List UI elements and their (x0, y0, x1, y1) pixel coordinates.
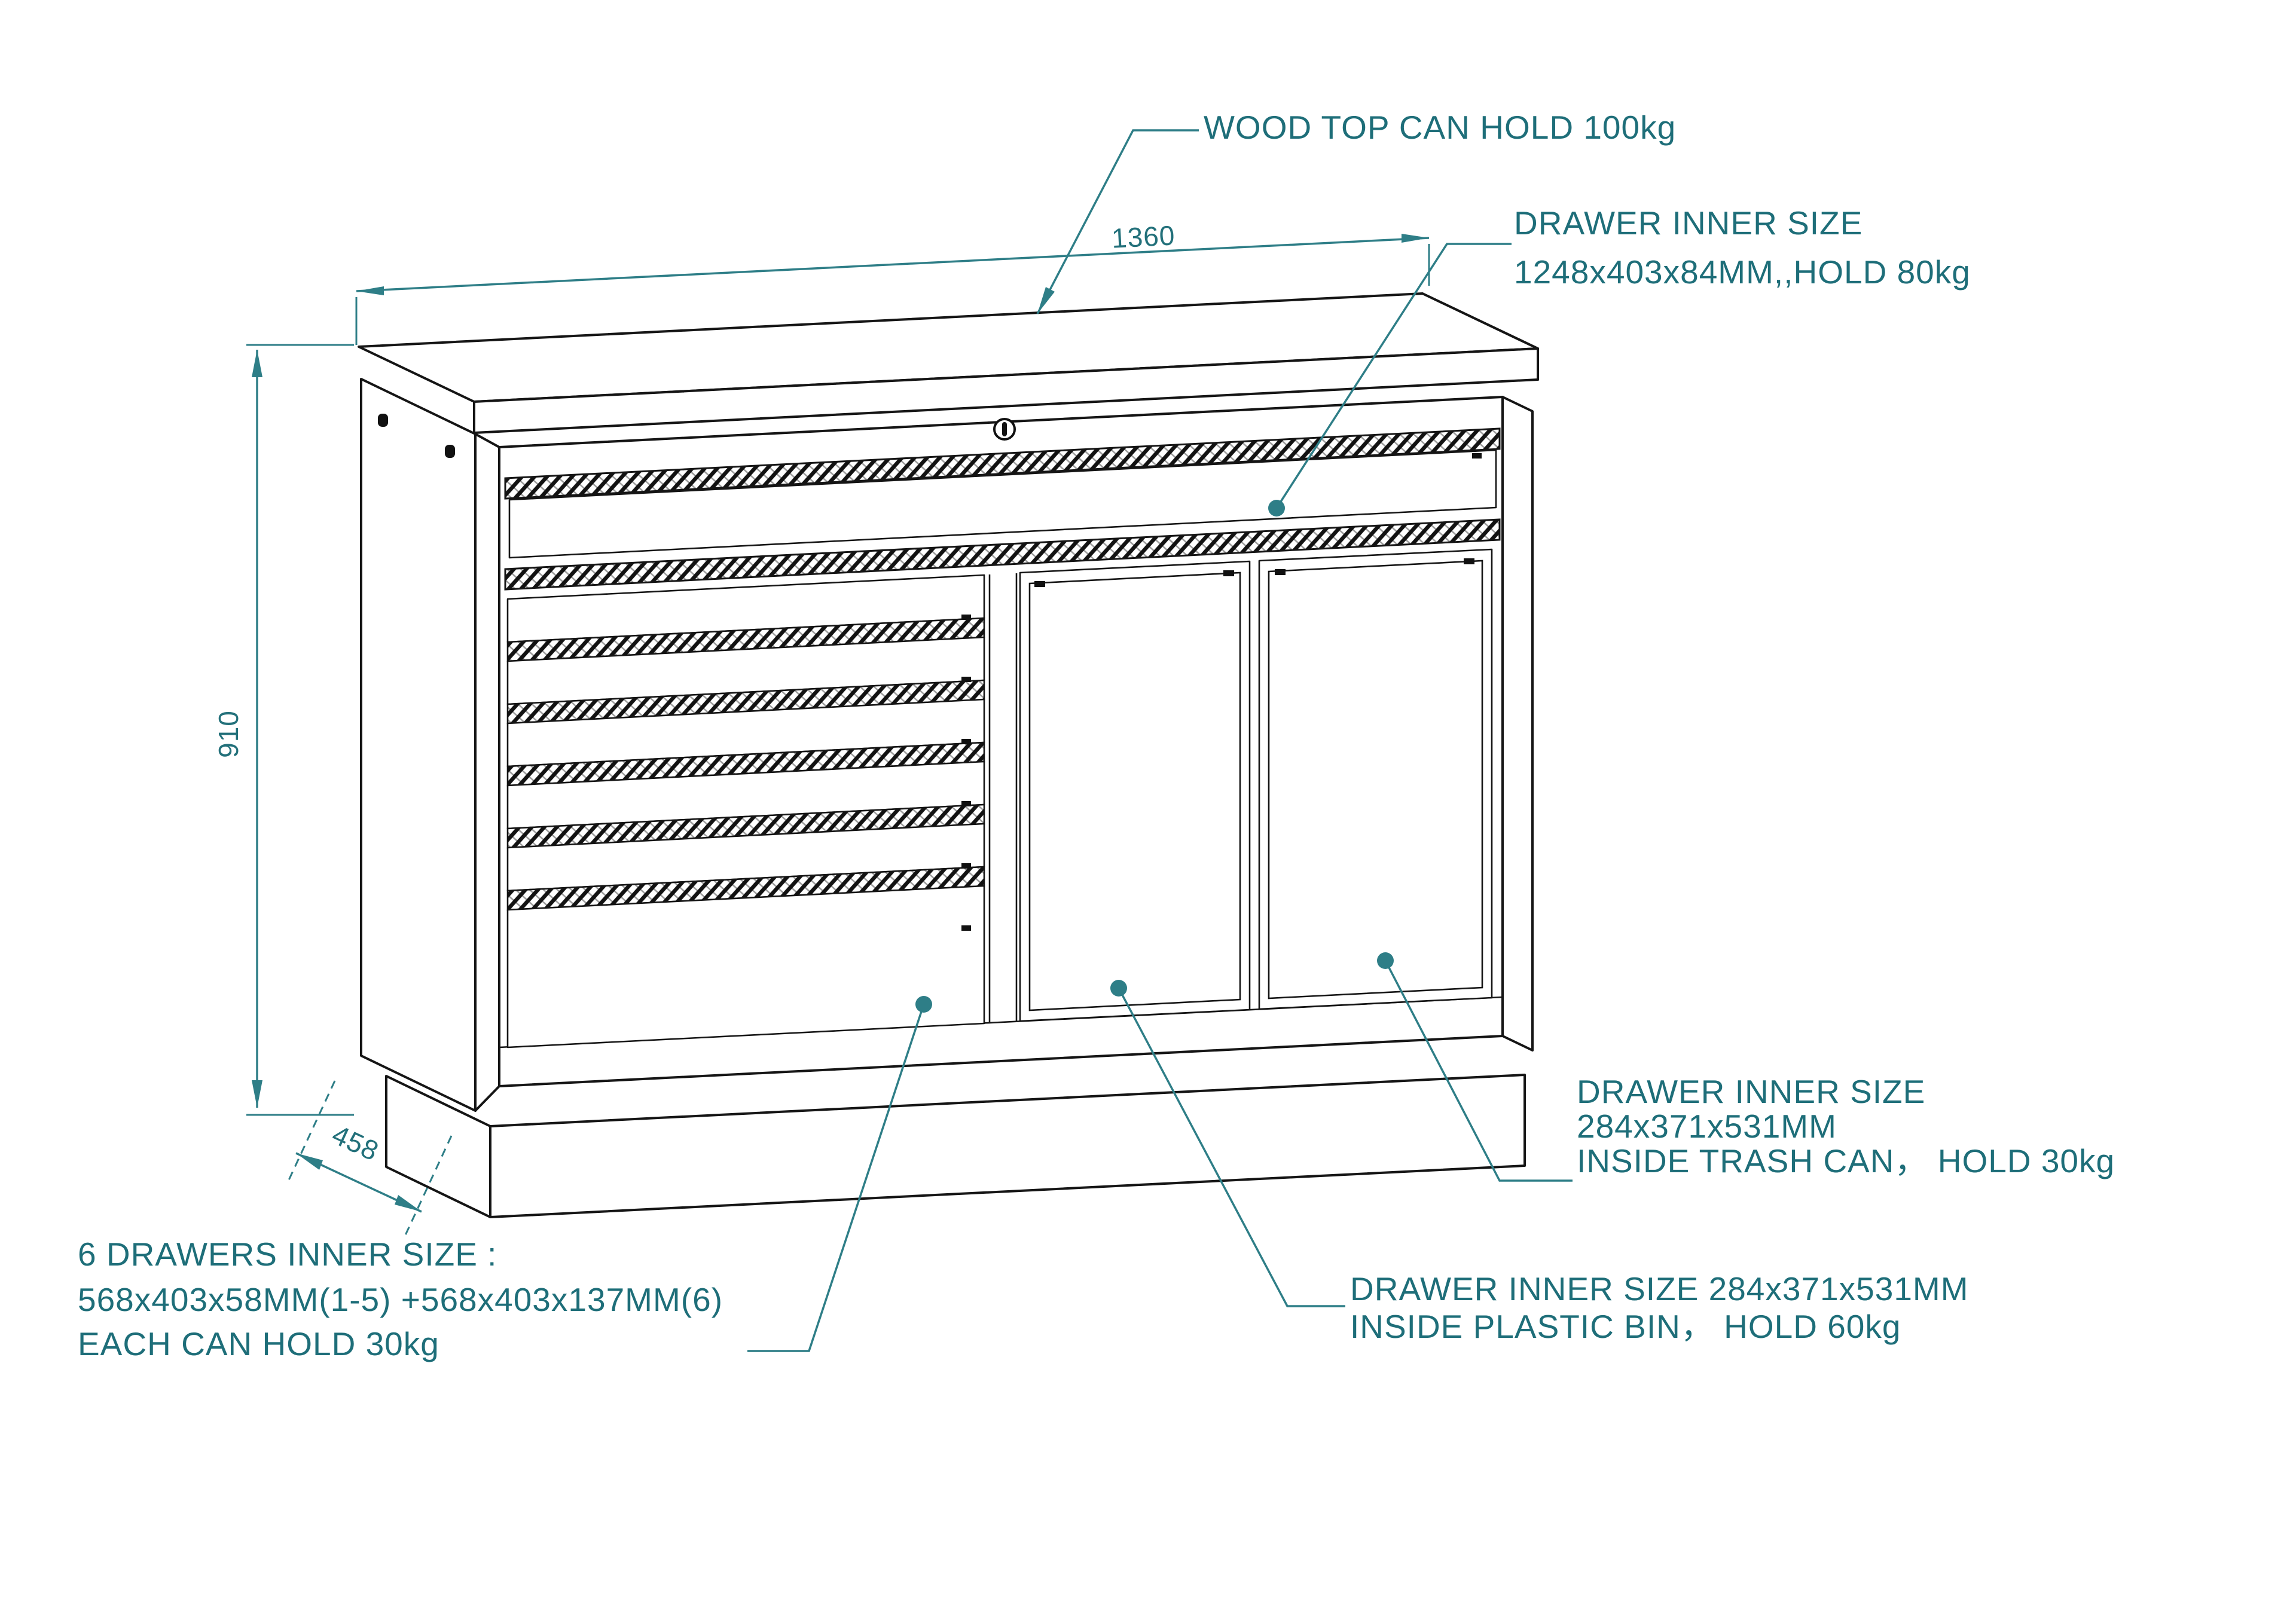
door-hinge-mark (1275, 569, 1286, 575)
leader-line (1384, 960, 1573, 1182)
bin-drawer-note-line2: INSIDE PLASTIC BIN， HOLD 60kg (1350, 1308, 1901, 1345)
arrowhead-icon (1037, 287, 1055, 314)
arrowhead-icon (296, 1153, 323, 1170)
plinth-front-face (489, 1074, 1526, 1218)
arrowhead-icon (1402, 234, 1429, 243)
front-left-stile (474, 433, 500, 1112)
top-drawer-note-line2: 1248x403x84MM,,HOLD 80kg (1514, 253, 1971, 291)
six-drawers-note-line1: 6 DRAWERS INNER SIZE : (78, 1236, 497, 1273)
drawer-latch-mark (961, 739, 971, 744)
dimension-width: 1360 (355, 219, 1430, 345)
drawer-latch-mark (961, 925, 971, 931)
side-screw-icon (445, 445, 455, 458)
trash-drawer-note-line3: INSIDE TRASH CAN， HOLD 30kg (1577, 1142, 2115, 1179)
arrowhead-icon (395, 1195, 422, 1212)
right-door-panel (1258, 548, 1493, 1010)
drawer-latch-mark (961, 677, 971, 682)
middle-door-inner-frame (1028, 571, 1241, 1011)
leader-line (1118, 988, 1345, 1307)
leader-line (747, 1004, 925, 1352)
wood-top (358, 292, 1539, 434)
drawer-latch-mark (961, 801, 971, 806)
dim-height-label: 910 (213, 710, 244, 758)
lock-icon (993, 418, 1016, 441)
wood-top-note: WOOD TOP CAN HOLD 100kg (1204, 109, 1676, 146)
wood-top-front-edge (473, 347, 1539, 434)
center-divider-post (988, 573, 1018, 1023)
middle-door-panel (1019, 560, 1251, 1022)
second-handle-strip (504, 518, 1501, 591)
arrowhead-icon (252, 1080, 262, 1108)
arrowhead-icon (252, 350, 262, 377)
extension-line-dashed (404, 1135, 453, 1236)
drawer-latch-mark (961, 863, 971, 869)
extension-line-dashed (288, 1080, 336, 1181)
door-hinge-mark (1034, 581, 1045, 587)
leader-line (1275, 243, 1512, 509)
trash-drawer-annotation: DRAWER INNER SIZE 284x371x531MM INSIDE T… (1377, 952, 2115, 1182)
drawer-6-tall-panel (506, 885, 985, 1049)
left-drawer-column (506, 574, 985, 1049)
bin-drawer-annotation: DRAWER INNER SIZE 284x371x531MM INSIDE P… (1110, 980, 1969, 1345)
leader-line (1036, 129, 1199, 314)
six-drawers-note-line3: EACH CAN HOLD 30kg (78, 1325, 439, 1362)
top-drawer-annotation: DRAWER INNER SIZE 1248x403x84MM,,HOLD 80… (1268, 204, 1971, 516)
drawer-latch-mark (961, 615, 971, 620)
door-panels (1019, 548, 1493, 1022)
six-drawers-annotation: 6 DRAWERS INNER SIZE : 568x403x58MM(1-5)… (78, 996, 932, 1362)
dim-width-label: 1360 (1111, 219, 1176, 253)
cabinet-drawing (358, 292, 1539, 1218)
cabinet-right-side-panel (1501, 396, 1534, 1052)
top-drawer-handle-strip (504, 427, 1501, 500)
side-screw-icon (378, 414, 388, 427)
trash-drawer-note-line1: DRAWER INNER SIZE (1577, 1073, 1925, 1110)
trash-drawer-note-line2: 284x371x531MM (1577, 1108, 1837, 1145)
drawer-latch-mark (1472, 453, 1482, 459)
door-hinge-mark (1223, 570, 1234, 576)
dimension-line (356, 237, 1430, 292)
top-drawer-panel (508, 449, 1497, 559)
top-drawer-note-line1: DRAWER INNER SIZE (1514, 204, 1863, 242)
arrowhead-icon (356, 286, 384, 295)
right-door-inner-frame (1268, 560, 1483, 1000)
six-drawers-note-line2: 568x403x58MM(1-5) +568x403x137MM(6) (78, 1281, 723, 1318)
dimension-height: 910 (213, 344, 354, 1116)
door-hinge-mark (1464, 558, 1474, 564)
cabinet-left-side-panel (360, 378, 477, 1112)
wood-top-annotation: WOOD TOP CAN HOLD 100kg (1036, 109, 1676, 314)
bin-drawer-note-line1: DRAWER INNER SIZE 284x371x531MM (1350, 1270, 1969, 1307)
